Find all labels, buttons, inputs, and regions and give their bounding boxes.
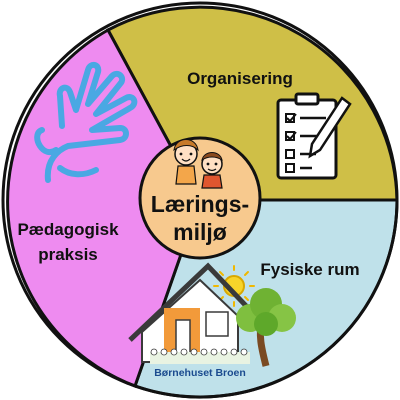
children-illustration [173, 139, 223, 189]
segment-paedagogisk-praksis [6, 27, 202, 388]
logo-text: Børnehuset Broen [154, 367, 246, 379]
label-fysiske-rum: Fysiske rum [260, 260, 359, 279]
center-circle [138, 136, 262, 260]
label-paedagogisk: Pædagogisk [17, 220, 119, 239]
hands-icon [34, 62, 138, 183]
label-organisering: Organisering [187, 69, 293, 88]
clipboard-checklist-icon [276, 92, 352, 180]
house-sun-tree-icon: Børnehuset Broen [128, 262, 296, 379]
center-title-line1: Lærings- [151, 191, 249, 217]
center-title-line2: miljø [173, 219, 227, 245]
label-praksis: praksis [38, 245, 98, 264]
